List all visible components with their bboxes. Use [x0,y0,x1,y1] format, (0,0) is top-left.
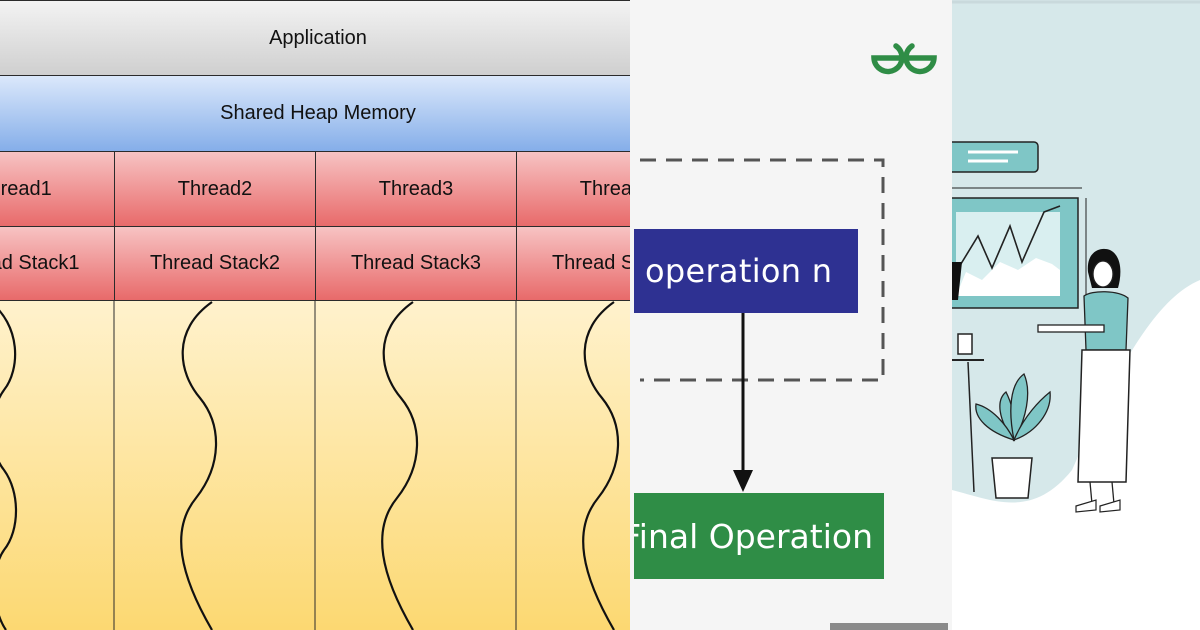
thread-wave-2 [180,301,218,630]
stack-label-4: Thread Stack4 [551,252,630,274]
shared-heap-bar: Shared Heap Memory [0,75,630,152]
flow-arrow-head [733,470,753,492]
stack-label-1: Thread Stack1 [0,252,80,274]
final-label: Final Operation [634,516,873,556]
application-label: Application [269,26,367,49]
thread-memory-diagram: Application Shared Heap Memory Thread1 T… [0,0,630,630]
operation-label: operation n [645,252,833,290]
dashed-group-border [640,158,885,382]
thread-label-1: Thread1 [0,177,52,200]
stack-cell-4: Thread Stack4 [516,226,630,301]
illustration-panel [952,0,1200,630]
chart-line-icon [955,205,1061,273]
stack-cell-3: Thread Stack3 [315,226,517,301]
heap-label: Shared Heap Memory [220,102,416,124]
presenter-woman-icon [1037,248,1131,513]
thread-label-4: Thread4 [579,177,630,200]
thread-label-3: Thread3 [378,177,454,200]
thread-label-2: Thread2 [177,177,253,200]
stack-label-3: Thread Stack3 [350,252,482,274]
thread-cell-1: Thread1 [0,151,115,227]
thread-wave-3 [381,301,419,630]
potted-plant-icon [975,373,1051,499]
scrollbar-thumb[interactable] [830,623,948,630]
thread-wave-4 [582,301,620,630]
thread-cell-4: Thread4 [516,151,630,227]
stack-cell-2: Thread Stack2 [114,226,316,301]
chart-area-icon [956,258,1060,296]
operation-n-box: operation n [634,229,858,313]
info-card [952,141,1039,173]
gfg-logo-icon [871,43,937,75]
stack-label-2: Thread Stack2 [149,252,281,274]
flowchart-panel: operation n Final Operation [630,0,952,630]
presenter-illustration [952,0,1200,513]
thread-wave-lines [0,300,620,630]
final-operation-box: Final Operation [634,493,884,579]
flow-connectors [640,158,885,492]
thread-wave-1 [0,309,18,630]
application-bar: Application [0,0,630,76]
